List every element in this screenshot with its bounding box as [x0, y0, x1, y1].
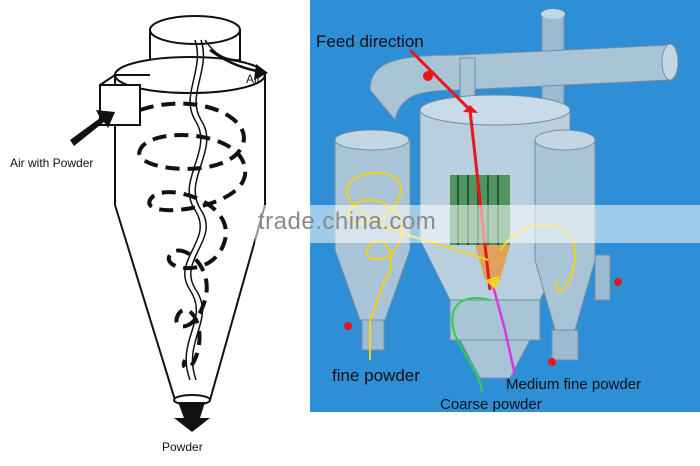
powder-label: Powder — [162, 440, 203, 454]
feed-direction-label: Feed direction — [316, 32, 424, 51]
watermark-text: trade.china.com — [258, 208, 437, 235]
cyclone-drawing — [70, 15, 268, 432]
air-with-powder-label: Air with Powder — [10, 156, 94, 170]
medium-fine-powder-label: Medium fine powder — [506, 376, 642, 393]
coarse-powder-label: Coarse powder — [440, 396, 542, 413]
fine-powder-label: fine powder — [332, 366, 420, 385]
watermark-band — [255, 205, 700, 243]
cyclone-diagram: Air Air with Powder Powder — [0, 0, 300, 466]
air-label: Air — [246, 72, 261, 86]
